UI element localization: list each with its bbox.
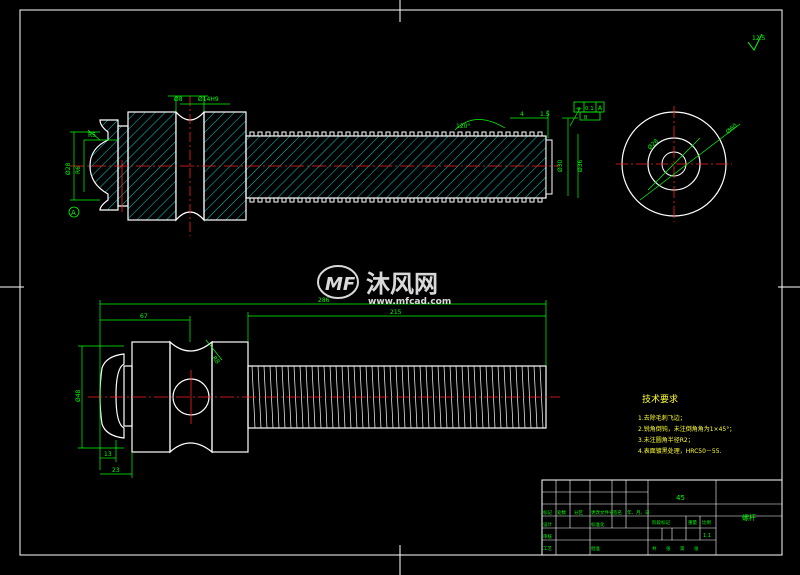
thread-line bbox=[497, 365, 502, 429]
thread-line bbox=[347, 365, 352, 429]
label-scale: 比例 bbox=[702, 519, 711, 526]
dim-hole-fit: Ø14H9 bbox=[198, 96, 219, 103]
title-scale: 1:1 bbox=[703, 533, 711, 539]
geometric-tolerance-frame: ⌯ 0.1 A B bbox=[573, 101, 605, 121]
top-dimensions bbox=[70, 95, 581, 201]
thread-line bbox=[413, 365, 418, 429]
label-signature: 签名 bbox=[613, 509, 622, 516]
title-block: 45 螺杆 1:1 标记 处数 分区 更改文件号 签名 年、月、日 设计 标准化… bbox=[541, 479, 783, 556]
thread-line bbox=[503, 365, 508, 429]
dim-right-2: Ø36 bbox=[577, 159, 584, 172]
tech-notes-title: 技术要求 bbox=[642, 393, 678, 405]
top-thread-body bbox=[245, 135, 547, 199]
top-thread-teeth-upper bbox=[246, 131, 543, 137]
label-sheet: 张 bbox=[694, 545, 699, 552]
dim-hole-top: Ø8 bbox=[174, 96, 183, 103]
label-standard: 标准化 bbox=[591, 521, 605, 528]
top-right-end bbox=[545, 139, 553, 195]
label-sheets: 张 bbox=[666, 545, 671, 552]
label-mark: 标记 bbox=[543, 509, 552, 516]
dim-left-neck: Ø28 bbox=[65, 162, 72, 175]
top-thread-teeth-lower bbox=[246, 197, 543, 203]
thread-line bbox=[365, 365, 370, 429]
thread-line bbox=[371, 365, 376, 429]
roughness-symbol: 12.5 bbox=[747, 33, 766, 51]
dim-left-chamfer: R5 bbox=[88, 132, 96, 139]
dim-side-inner: Ø28 bbox=[646, 138, 660, 152]
dim-right-1: Ø30 bbox=[557, 159, 564, 172]
datum-symbol: A bbox=[68, 206, 80, 218]
dim-thread-length: 215 bbox=[390, 309, 402, 316]
roughness-value: 12.5 bbox=[752, 35, 766, 42]
thread-line bbox=[479, 365, 484, 429]
dim-ring: R6 bbox=[75, 166, 82, 174]
thread-line bbox=[281, 365, 286, 429]
front-view: 286 67 215 Ø48 13 23 R8 bbox=[75, 297, 560, 478]
front-dimension-text: 286 67 215 Ø48 13 23 R8 bbox=[75, 297, 402, 474]
gtol-symbol: ⌯ bbox=[576, 104, 582, 112]
watermark-logo: MF bbox=[325, 274, 356, 295]
label-count: 处数 bbox=[557, 509, 566, 516]
side-view: Ø28 Ø60 bbox=[616, 106, 741, 222]
dim-overall-length: 286 bbox=[318, 297, 330, 304]
label-weight: 重量 bbox=[688, 519, 697, 526]
tech-note-2: 2.锐角倒钝，未注倒角角为1×45°； bbox=[638, 425, 735, 433]
dim-front-height: Ø48 bbox=[75, 389, 82, 402]
tech-note-1: 1.去除毛刺飞边； bbox=[638, 414, 686, 422]
watermark: MF 沐风网 www.mfcad.com bbox=[317, 265, 451, 307]
gtol-extra: B bbox=[584, 115, 588, 121]
title-block-labels: 标记 处数 分区 更改文件号 签名 年、月、日 设计 标准化 阶段标记 重量 比… bbox=[543, 509, 711, 552]
label-design: 设计 bbox=[543, 521, 552, 528]
dim-thread-x: 1.5 bbox=[540, 111, 550, 118]
tech-note-3: 3.未注圆角半径R2； bbox=[638, 436, 694, 444]
label-process: 工艺 bbox=[543, 546, 552, 552]
top-section-view: R5 Ø28 R6 Ø8 Ø14H9 120° 4 1.5 Ø30 Ø36 ⌯ … bbox=[65, 95, 605, 236]
label-review: 审核 bbox=[543, 533, 552, 540]
top-dimension-text: R5 Ø28 R6 Ø8 Ø14H9 120° 4 1.5 Ø30 Ø36 bbox=[65, 96, 584, 175]
thread-line bbox=[431, 365, 436, 429]
label-stage: 阶段标记 bbox=[652, 519, 670, 526]
label-total: 共 bbox=[652, 545, 657, 552]
dim-front-angle: R8 bbox=[210, 355, 221, 366]
dim-thread-angle: 120° bbox=[456, 123, 470, 130]
top-left-end bbox=[89, 119, 119, 211]
title-part-name: 螺杆 bbox=[742, 513, 756, 522]
front-left-knob bbox=[99, 353, 125, 439]
dim-side-outer: Ø60 bbox=[725, 122, 739, 135]
label-date: 年、月、日 bbox=[627, 509, 650, 516]
front-neck bbox=[123, 365, 133, 427]
thread-line bbox=[305, 365, 310, 429]
dim-bottom-2: 23 bbox=[112, 467, 120, 474]
watermark-name: 沐风网 bbox=[366, 270, 438, 298]
label-change-doc: 更改文件号 bbox=[591, 509, 614, 516]
thread-line bbox=[299, 365, 304, 429]
watermark-url: www.mfcad.com bbox=[368, 297, 451, 307]
label-approve: 批准 bbox=[591, 545, 600, 552]
dim-left-length: 67 bbox=[140, 313, 148, 320]
tech-note-4: 4.表面镀黑处理，HRC50－55. bbox=[638, 447, 722, 455]
title-material: 45 bbox=[676, 494, 685, 502]
dim-bottom-1: 13 bbox=[104, 451, 112, 458]
technical-notes: 技术要求 1.去除毛刺飞边； 2.锐角倒钝，未注倒角角为1×45°； 3.未注圆… bbox=[638, 393, 735, 455]
front-dimensions bbox=[78, 300, 547, 478]
gtol-value: 0.1 bbox=[585, 106, 594, 112]
dim-thread-length: 4 bbox=[520, 111, 524, 118]
datum-letter: A bbox=[71, 209, 76, 217]
label-no: 第 bbox=[680, 545, 685, 552]
thread-line bbox=[437, 365, 442, 429]
label-zone: 分区 bbox=[574, 509, 583, 516]
gtol-ref: A bbox=[598, 105, 603, 112]
